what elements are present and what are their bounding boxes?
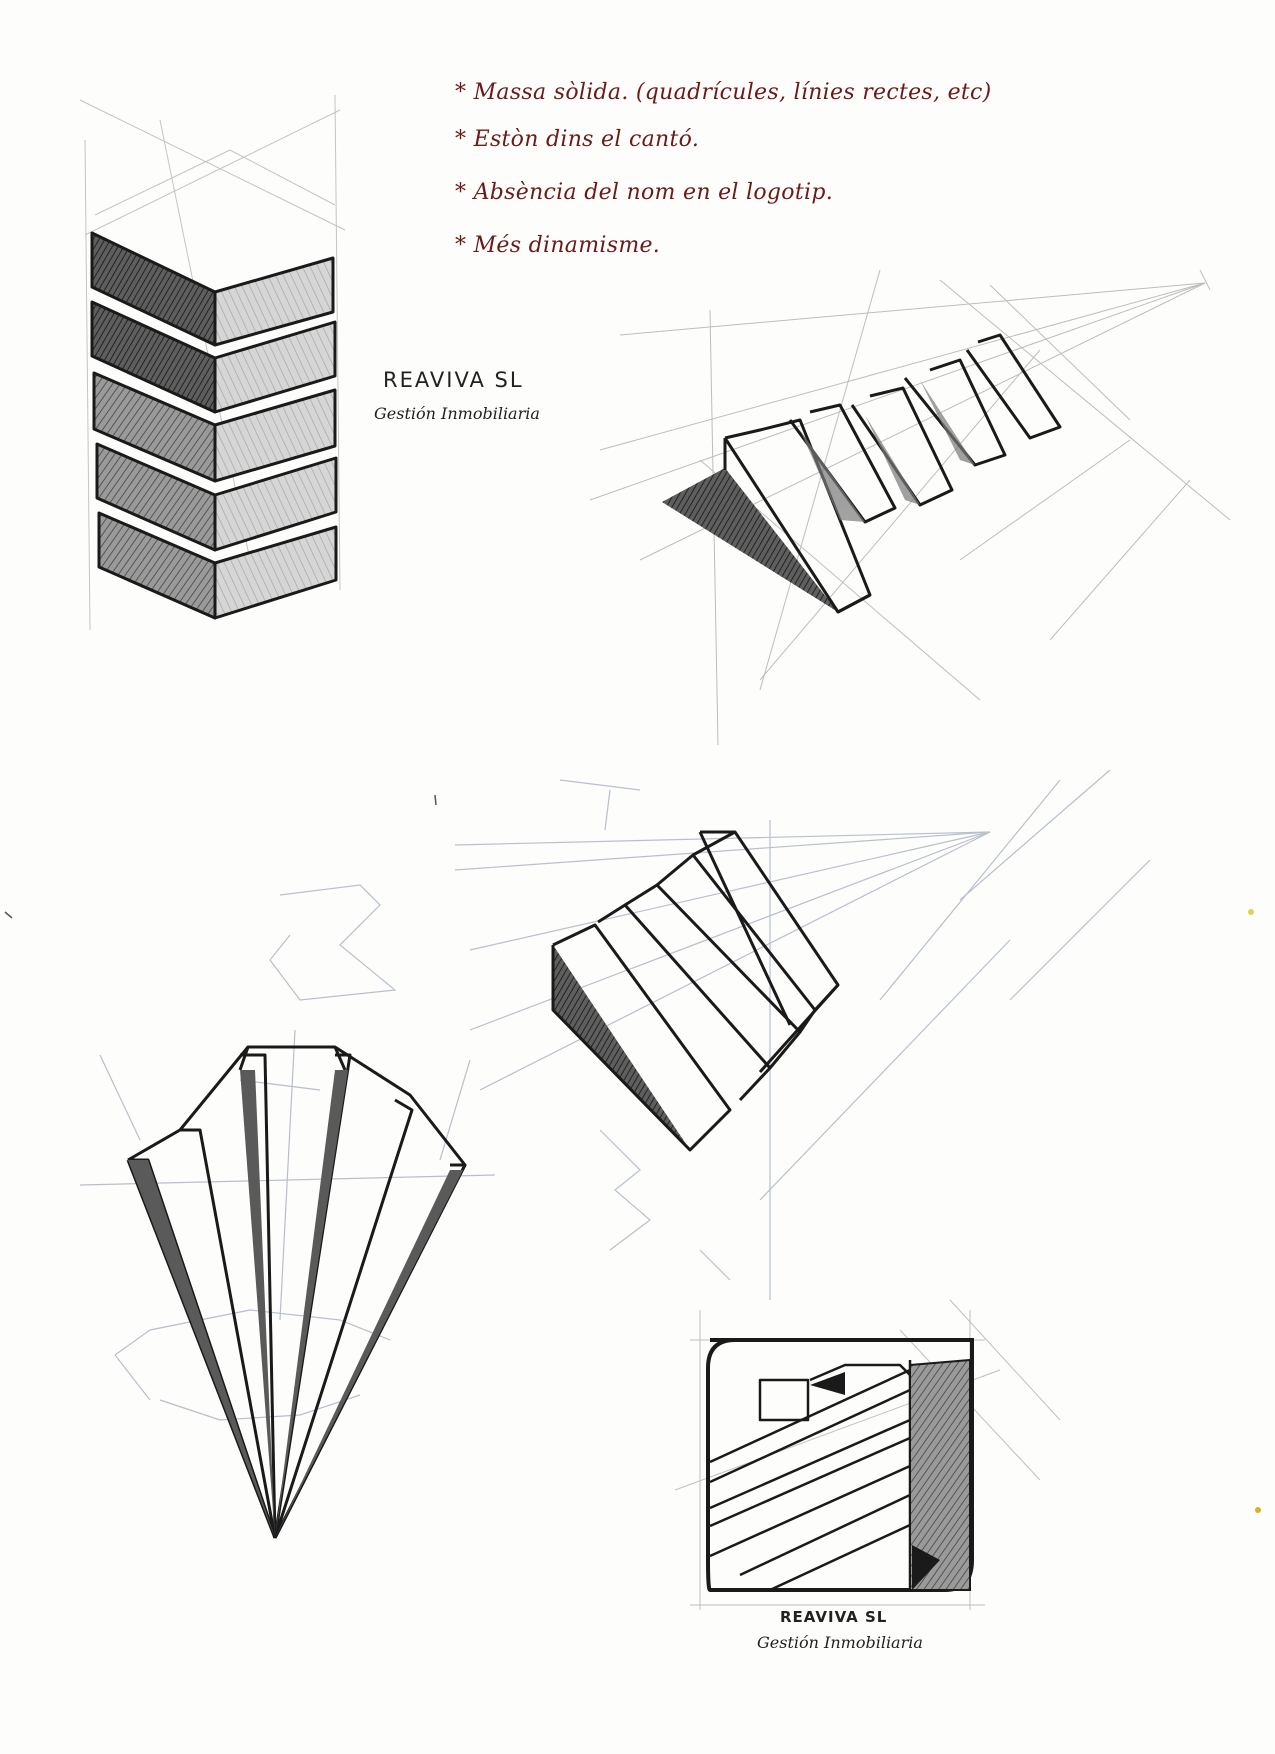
perspective-stairs-middle bbox=[269, 769, 1151, 1300]
annotation-note-3: * Absència del nom en el logotip. bbox=[455, 180, 834, 205]
annotation-note-1: * Massa sòlida. (quadrícules, línies rec… bbox=[455, 80, 992, 105]
brand-name-bottom: REAVIVA SL bbox=[780, 1608, 888, 1626]
brand-name-top: REAVIVA SL bbox=[383, 368, 524, 392]
annotation-note-2: * Estòn dins el cantó. bbox=[455, 127, 700, 152]
stray-marks bbox=[4, 794, 1261, 1513]
construction-lines-logo bbox=[674, 1299, 1061, 1610]
stacked-blocks-sketch bbox=[79, 94, 346, 631]
fan-sketch bbox=[79, 1029, 496, 1539]
logo-box-sketch bbox=[674, 1299, 1061, 1610]
annotation-note-4: * Més dinamisme. bbox=[455, 233, 661, 258]
brand-subtitle-top: Gestión Inmobiliaria bbox=[374, 404, 540, 423]
construction-lines-middle bbox=[269, 769, 1151, 1300]
brand-subtitle-bottom: Gestión Inmobiliaria bbox=[757, 1633, 923, 1652]
perspective-zigzag-top bbox=[589, 269, 1231, 746]
